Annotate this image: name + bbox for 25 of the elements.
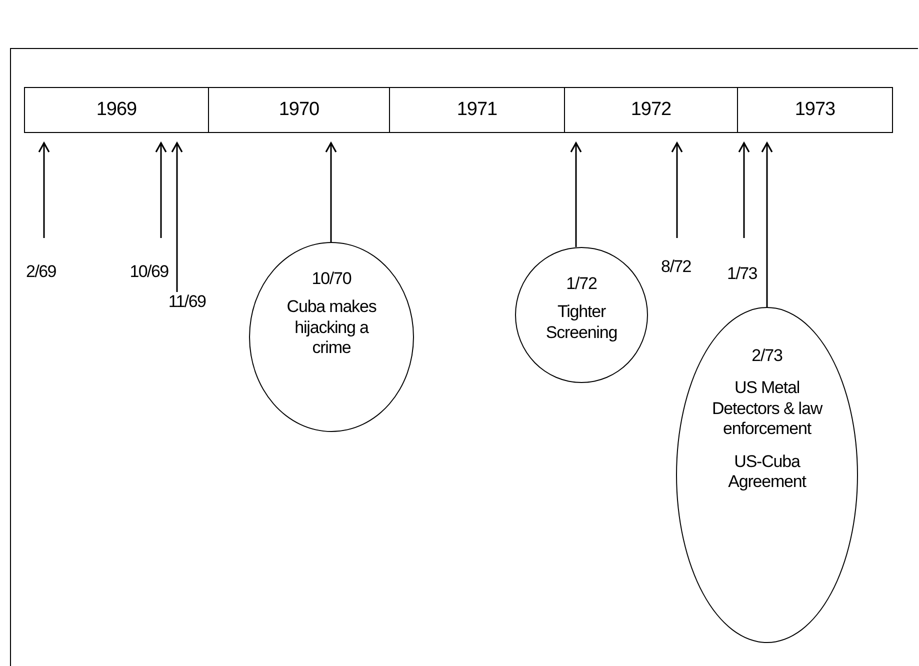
date-label: 10/70 <box>312 269 352 290</box>
date-label: 11/69 <box>162 292 212 312</box>
arrow <box>155 142 167 238</box>
date-label: 10/69 <box>126 262 172 282</box>
arrow <box>325 142 337 242</box>
year-cell: 1971 <box>389 87 565 133</box>
arrow <box>761 142 773 307</box>
arrow <box>570 142 582 247</box>
date-label: 2/73 <box>752 346 782 366</box>
date-label: 1/73 <box>720 264 764 284</box>
arrow <box>38 142 50 238</box>
year-cell: 1970 <box>208 87 390 133</box>
event-text: Cuba makes hijacking a crime <box>286 297 378 359</box>
event-text: Tighter Screening <box>544 302 618 344</box>
date-label: 8/72 <box>654 257 698 277</box>
year-cell: 1972 <box>564 87 738 133</box>
date-label: 1/72 <box>566 274 597 294</box>
event-text: US-Cuba Agreement <box>727 452 808 492</box>
year-cell: 1969 <box>24 87 209 133</box>
arrow <box>171 142 183 292</box>
year-cell: 1973 <box>737 87 893 133</box>
arrow <box>738 142 750 238</box>
date-label: 2/69 <box>20 262 62 282</box>
event-text: US Metal Detectors & law enforcement <box>711 378 823 440</box>
arrow <box>671 142 683 238</box>
